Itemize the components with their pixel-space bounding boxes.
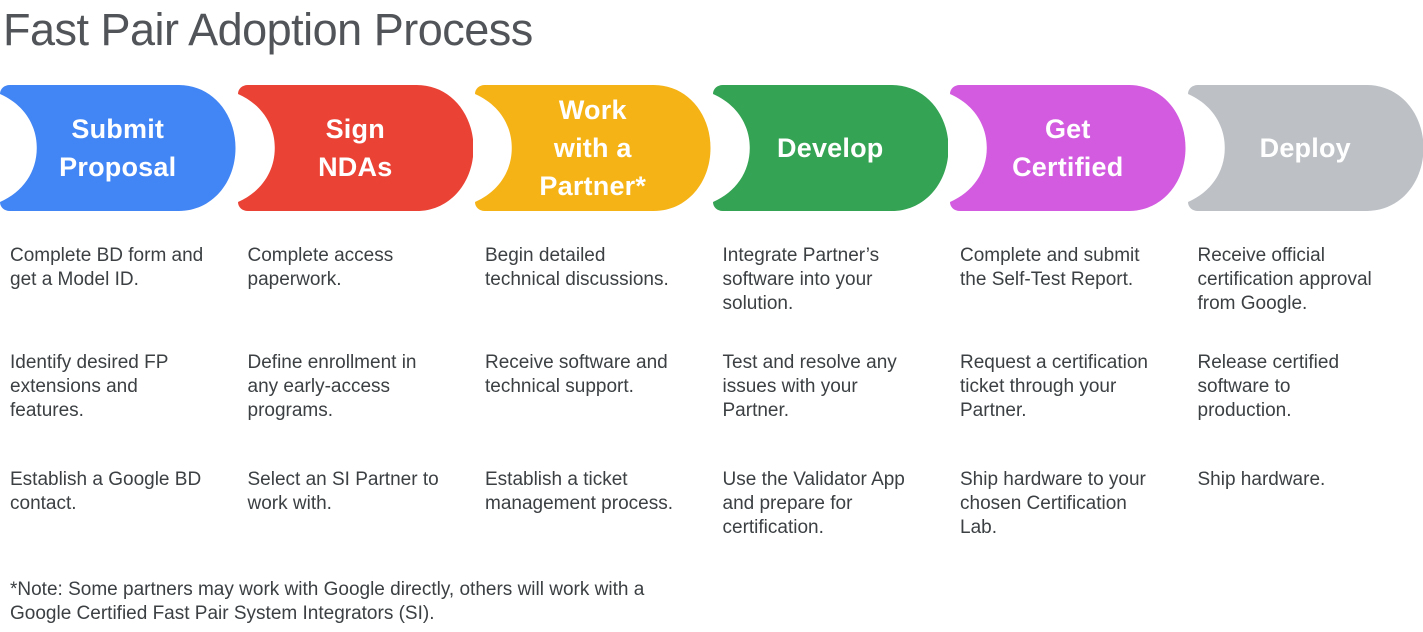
step-text: Begin detailed technical discussions. [485,245,669,290]
fast-pair-adoption-diagram: Fast Pair Adoption Process Submit Propos… [0,4,1423,632]
stage-develop: Develop [712,85,948,211]
stage-label: Submit Proposal [59,114,177,182]
step-text: Ship hardware. [1197,469,1326,490]
stage-shape [950,85,1186,211]
step-text: Complete and submit the Self-Test Report… [960,245,1140,290]
stage-shape [237,85,473,211]
step-text: Identify desired FP extensions and featu… [10,352,169,421]
stage-label: Deploy [1259,133,1351,163]
footnote: *Note: Some partners may work with Googl… [10,579,645,624]
process-stages-row: Submit Proposal Sign NDAs Work with a Pa… [0,85,1423,211]
step-text: Test and resolve any issues with your Pa… [722,352,897,421]
stage-steps-grid: Complete BD form and get a Model ID. Com… [0,244,1423,540]
step-text: Establish a ticket management process. [485,469,673,514]
stage-shape [0,85,236,211]
stage-sign-ndas: Sign NDAs [237,85,473,211]
stage-work-with-a-partner: Work with a Partner* [475,85,711,211]
stage-get-certified: Get Certified [950,85,1186,211]
stage-label: Develop [777,133,884,163]
stage-label: Work with a Partner* [539,95,647,201]
stage-shape [712,85,948,211]
step-text: Define enrollment in any early-access pr… [247,352,417,421]
step-text: Use the Validator App and prepare for ce… [722,469,905,538]
stage-label: Sign NDAs [318,114,393,182]
stage-submit-proposal: Submit Proposal [0,85,236,211]
stage-deploy: Deploy [1187,85,1423,211]
page-title: Fast Pair Adoption Process [3,4,533,55]
step-text: Receive official certification approval … [1197,245,1372,314]
step-text: Complete BD form and get a Model ID. [10,245,204,290]
stage-shape [475,85,711,211]
step-text: Select an SI Partner to work with. [247,469,439,514]
step-text: Ship hardware to your chosen Certificati… [960,469,1146,538]
stage-label: Get Certified [1012,114,1124,182]
step-text: Release certified software to production… [1197,352,1340,421]
step-text: Complete access paperwork. [247,245,394,290]
stage-shape [1187,85,1423,211]
step-text: Request a certification ticket through y… [960,352,1148,421]
step-text: Establish a Google BD contact. [10,469,202,514]
step-text: Integrate Partner’s software into your s… [722,245,880,314]
step-text: Receive software and technical support. [485,352,668,397]
